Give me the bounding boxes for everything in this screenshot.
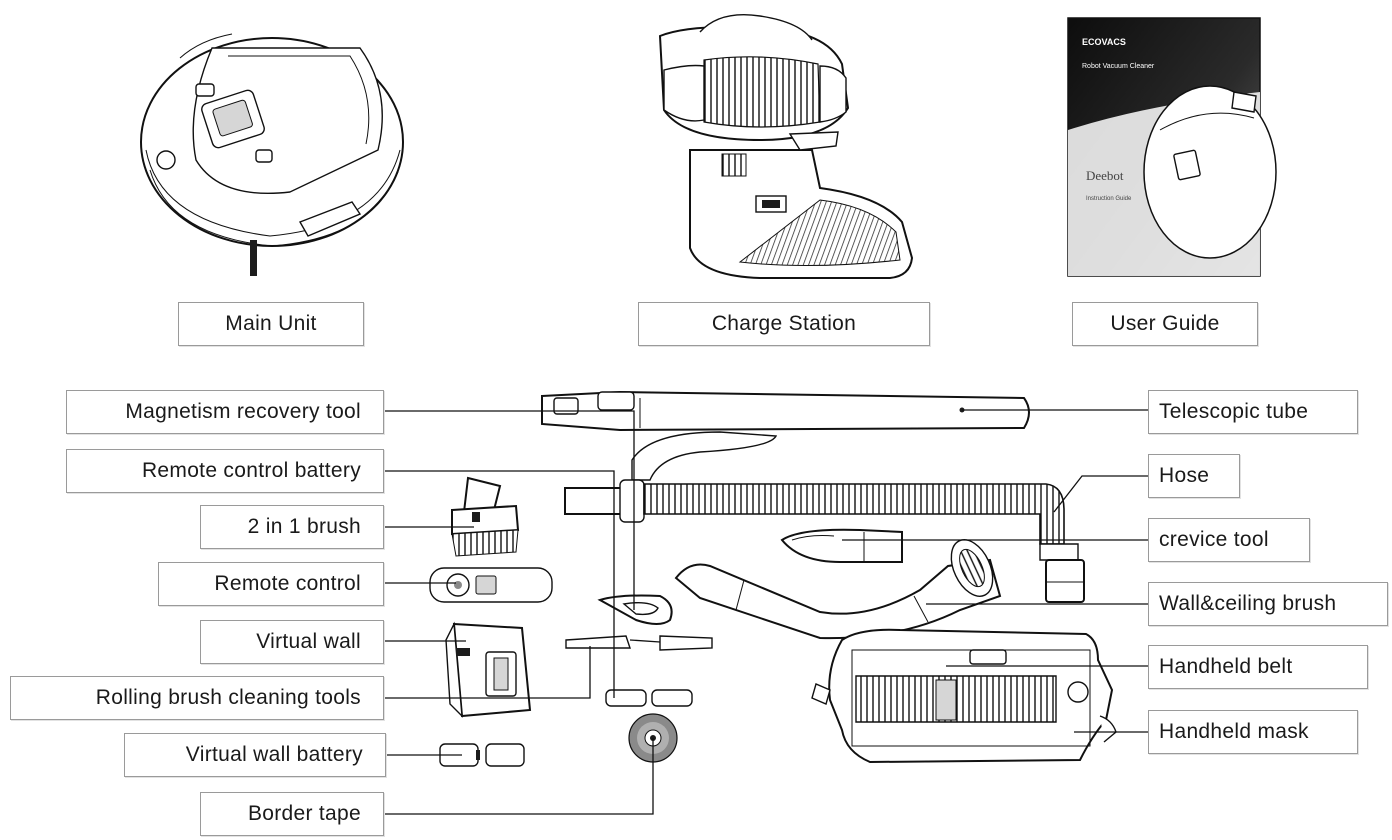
leader-hose [1053,475,1148,513]
charge-station-illustration [658,14,914,279]
cover-doc-title: Instruction Guide [1086,196,1132,202]
label-telescopic-tube: Telescopic tube [1148,390,1358,434]
label-wall-ceiling-brush: Wall&ceiling brush [1148,582,1388,626]
handheld-belt-illustration [855,649,1057,723]
label-user-guide: User Guide [1072,302,1258,346]
hose-illustration [564,431,1085,603]
virtual-wall-illustration [445,621,532,718]
cover-model: Deebot [1086,168,1124,183]
crevice-tool-illustration [780,528,903,563]
label-crevice-tool: crevice tool [1148,518,1310,562]
cover-subtitle: Robot Vacuum Cleaner [1082,63,1155,70]
label-virtual-wall: Virtual wall [200,620,384,664]
leader-remote-control-battery [384,470,615,698]
label-virtual-wall-battery: Virtual wall battery [124,733,386,777]
leader-border-tape [384,738,654,815]
label-handheld-mask: Handheld mask [1148,710,1358,754]
magnetism-recovery-tool-illustration [597,594,673,625]
cover-brand: ECOVACS [1082,37,1126,47]
label-magnetism-recovery-tool: Magnetism recovery tool [66,390,384,434]
label-border-tape: Border tape [200,792,384,836]
leader-rolling-brush-cleaning-tools [384,646,591,699]
label-two-in-one-brush: 2 in 1 brush [200,505,384,549]
telescopic-tube-illustration [541,390,1030,432]
remote-control-illustration [429,567,553,603]
label-charge-station: Charge Station [638,302,930,346]
user-guide-cover: ECOVACS Robot Vacuum Cleaner Deebot Inst… [1067,17,1277,277]
two-in-one-brush-illustration [451,476,520,557]
leader-magnetism-recovery-tool [384,410,635,610]
rolling-brush-cleaning-tool-illustration [565,635,713,651]
main-unit-illustration [140,33,404,276]
leader-lines [384,409,1148,815]
label-remote-control: Remote control [158,562,384,606]
label-rolling-brush-cleaning-tools: Rolling brush cleaning tools [10,676,384,720]
label-hose: Hose [1148,454,1240,498]
label-main-unit: Main Unit [178,302,364,346]
label-handheld-belt: Handheld belt [1148,645,1368,689]
label-remote-control-battery: Remote control battery [66,449,384,493]
virtual-wall-battery-illustration [439,743,525,767]
wall-ceiling-brush-illustration [674,539,1002,640]
remote-control-battery-illustration [605,689,693,707]
